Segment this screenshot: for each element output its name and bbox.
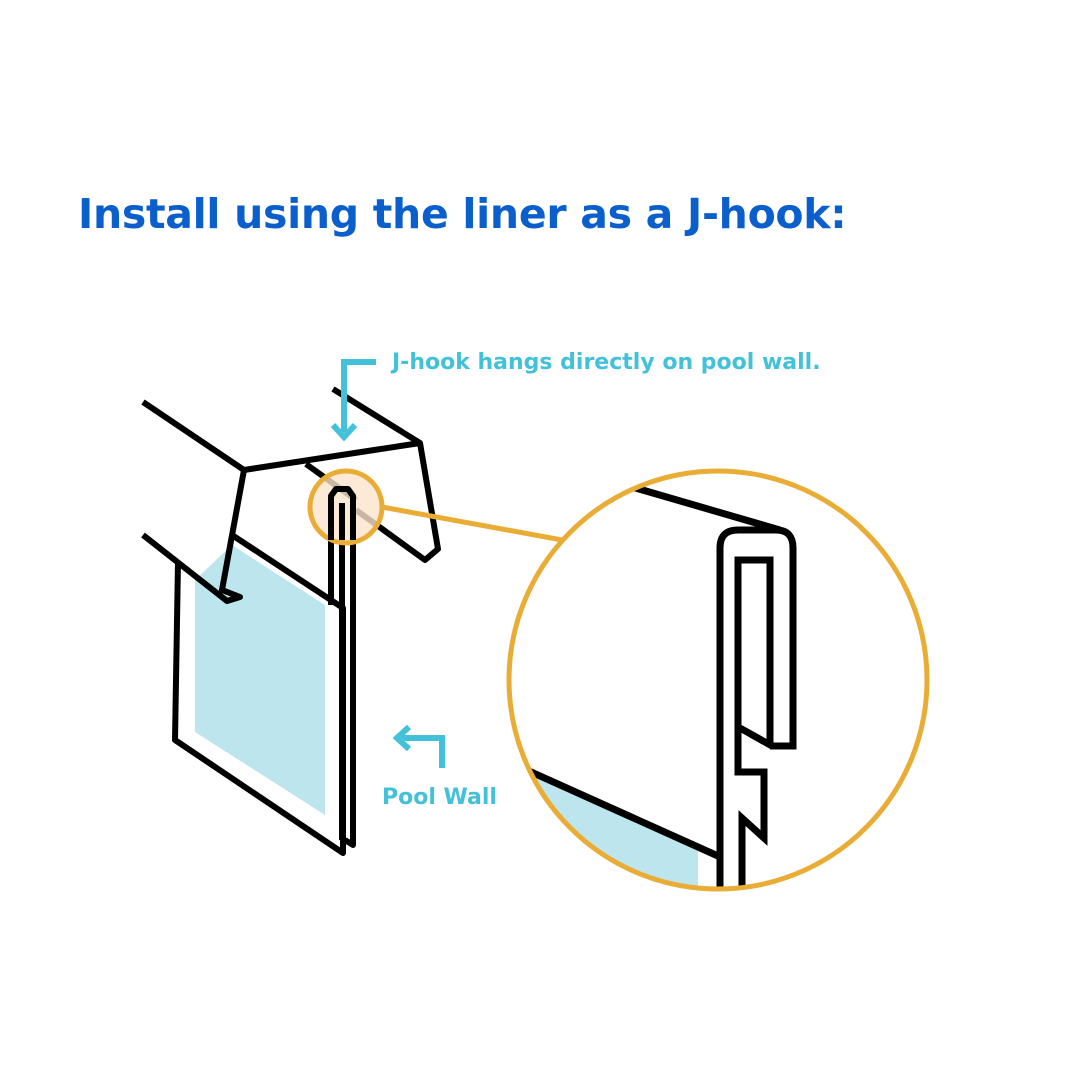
water-panel — [195, 545, 325, 815]
coping-top — [243, 440, 441, 563]
bent-arrow-left-icon — [392, 724, 445, 768]
zoom-jhook — [716, 526, 797, 889]
zoom-ring — [506, 468, 930, 892]
rim-rail-right — [331, 386, 422, 446]
zoom-coping-top — [614, 478, 781, 534]
bent-arrow-down-icon — [330, 359, 376, 442]
zoom-detail — [506, 468, 930, 892]
pool-wall-label: Pool Wall — [382, 785, 497, 810]
rim-rail-back — [141, 399, 246, 473]
zoom-wall — [734, 556, 774, 889]
coping-left-leg — [141, 469, 247, 604]
liner-panel — [172, 532, 346, 856]
zoom-liner-edge — [509, 754, 720, 860]
pool-assembly — [141, 386, 441, 856]
page-title: Install using the liner as a J-hook: — [78, 190, 847, 238]
zoom-connector — [381, 504, 563, 543]
jhook-callout-label: J-hook hangs directly on pool wall. — [392, 350, 821, 375]
zoom-source-circle — [307, 468, 385, 546]
